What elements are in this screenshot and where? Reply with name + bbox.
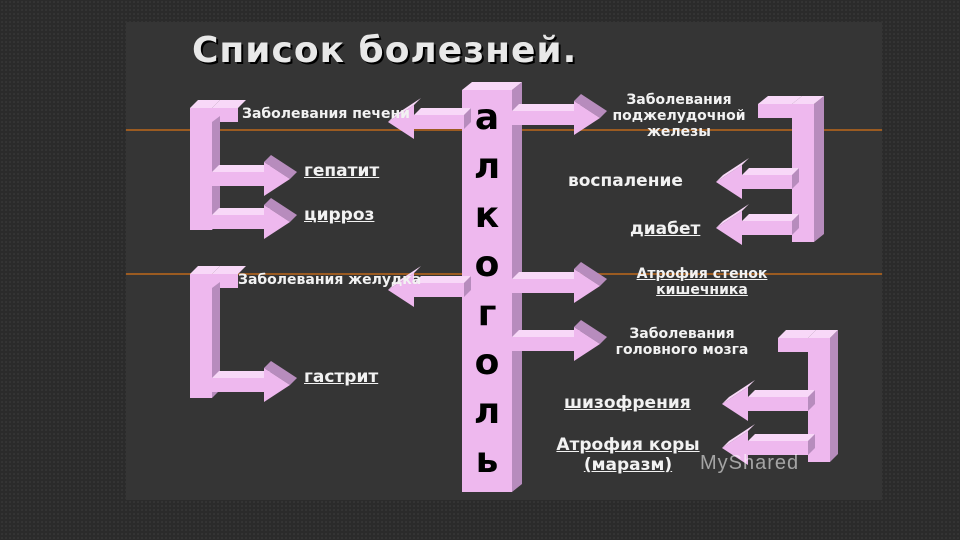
label-pancreas-diseases: Заболевания поджелудочной железы bbox=[612, 92, 746, 141]
center-letter: л bbox=[473, 391, 501, 432]
arrow-to-inflammation bbox=[716, 158, 799, 199]
center-letter: к bbox=[474, 195, 500, 236]
arrow-to-diabetes bbox=[716, 204, 799, 245]
label-diabetes: диабет bbox=[630, 219, 701, 239]
label-brain-diseases: Заболевания головного мозга bbox=[615, 326, 749, 359]
arrow-to-gastritis bbox=[212, 361, 297, 402]
label-gastritis: гастрит bbox=[304, 367, 379, 387]
arrow-to-hepatitis bbox=[212, 155, 297, 196]
center-letter: о bbox=[474, 244, 500, 285]
center-letter: ь bbox=[475, 440, 499, 481]
left-bracket-stomach bbox=[190, 266, 246, 398]
right-bracket-brain bbox=[778, 330, 838, 462]
watermark: MyShared bbox=[700, 452, 799, 475]
label-hepatitis: гепатит bbox=[304, 161, 380, 181]
arrow-to-liver bbox=[388, 98, 471, 139]
center-letter: о bbox=[474, 342, 500, 383]
center-letter: л bbox=[473, 146, 501, 187]
right-bracket-pancreas bbox=[758, 96, 824, 242]
arrow-to-stomach bbox=[388, 266, 471, 307]
label-liver-diseases: Заболевания печени bbox=[242, 106, 410, 122]
left-bracket-liver bbox=[190, 100, 246, 230]
diagram-arrows bbox=[126, 82, 882, 492]
label-intestine-atrophy: Атрофия стенок кишечника bbox=[636, 266, 768, 299]
arrow-to-cortex-atrophy bbox=[722, 424, 815, 465]
arrow-to-brain bbox=[512, 320, 607, 361]
center-letter: а bbox=[474, 97, 500, 138]
page-title: Список болезней. bbox=[192, 30, 578, 71]
label-schizophrenia: шизофрения bbox=[564, 393, 691, 413]
label-stomach-diseases: Заболевания желудка bbox=[238, 272, 422, 288]
arrow-to-cirrhosis bbox=[212, 198, 297, 239]
label-inflammation: воспаление bbox=[568, 171, 683, 191]
watermark-text: MyShared bbox=[700, 452, 800, 474]
label-cortex-atrophy: Атрофия коры (маразм) bbox=[556, 435, 700, 475]
label-cirrhosis: цирроз bbox=[304, 205, 375, 225]
center-letter: г bbox=[477, 293, 497, 334]
arrow-to-schizophrenia bbox=[722, 380, 815, 421]
arrow-to-pancreas bbox=[512, 94, 607, 135]
arrow-to-intestine bbox=[512, 262, 607, 303]
